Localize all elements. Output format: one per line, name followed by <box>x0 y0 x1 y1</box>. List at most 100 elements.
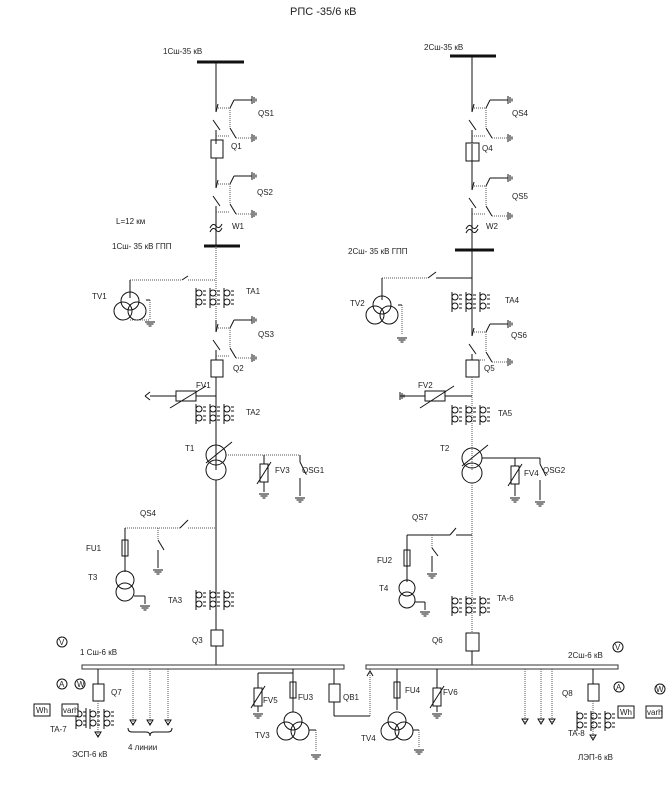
switch-tv2 <box>427 271 437 279</box>
ct-ta5-coil <box>465 406 473 414</box>
tap-changer-icon <box>461 444 489 467</box>
label-ta5: TA5 <box>498 409 513 418</box>
ct-ta7-coil <box>75 719 83 727</box>
label-q6: Q6 <box>432 636 443 645</box>
label-t1: T1 <box>185 444 195 453</box>
svg-text:A: A <box>616 683 622 692</box>
arrester-fv6 <box>429 685 445 709</box>
feeder-lines-label: 4 линии <box>128 743 157 752</box>
label-qsg2: QSG2 <box>543 466 566 475</box>
arrester-fv5 <box>250 685 266 709</box>
transformer-tv3 <box>283 711 303 731</box>
line-w1 <box>209 227 223 233</box>
transformer-tv1 <box>127 301 147 321</box>
breaker-q5 <box>465 359 480 378</box>
label-ta6: TA-6 <box>497 594 514 603</box>
wire <box>157 539 165 551</box>
disconnector-qs6 <box>468 343 477 355</box>
label-q5: Q5 <box>484 364 495 373</box>
ground-icon <box>144 391 151 401</box>
ct-ta3-coil <box>195 600 203 608</box>
transformer-tv1 <box>120 291 140 311</box>
label-q7: Q7 <box>111 688 122 697</box>
line-w2 <box>465 228 479 234</box>
feeder-right-label: ЛЭП-6 кВ <box>578 753 613 762</box>
label-tv3: TV3 <box>255 731 270 740</box>
disconnector-qs6-earth <box>485 351 493 363</box>
ct-ta2-coil <box>195 405 203 413</box>
transformer-tv4 <box>394 721 414 741</box>
ln <box>366 670 374 677</box>
disconnector-qs5 <box>468 197 477 209</box>
svg-text:V: V <box>59 638 65 647</box>
wh-meter-2: Wh <box>617 705 635 719</box>
ct-ta7-coil <box>89 719 97 727</box>
ct-ta4-coil <box>465 302 473 310</box>
breaker-q8 <box>587 683 600 702</box>
svg-text:A: A <box>59 680 65 689</box>
label-tv4: TV4 <box>361 734 376 743</box>
ct-ta5-coil <box>451 406 459 414</box>
arrow-icon <box>537 718 545 725</box>
line-w1 <box>209 223 223 229</box>
transformer-t4 <box>398 591 416 609</box>
arrow-icon <box>129 719 137 726</box>
ct-ta4-coil <box>451 302 459 310</box>
disconnector-qs3-earth <box>229 347 237 359</box>
wire <box>431 547 439 557</box>
disconnector-qs5-earth <box>485 177 491 187</box>
feeder-left-label: ЭСП-6 кВ <box>72 750 107 759</box>
varh-meter-2: varh <box>645 705 663 719</box>
disconnector-qs1 <box>212 119 221 131</box>
label-fv6: FV6 <box>443 688 458 697</box>
ct-ta6-coil <box>479 597 487 605</box>
bus2-gpp-label: 2Сш- 35 кВ ГПП <box>348 247 408 256</box>
ct-ta2-coil <box>209 414 217 422</box>
label-fv1: FV1 <box>196 381 211 390</box>
wh-meter-1: Wh <box>33 703 51 717</box>
bus2-35-label: 2Сш-35 кВ <box>424 43 463 52</box>
disconnector-qs3 <box>212 339 221 351</box>
tap-changer-icon <box>205 441 233 464</box>
ct-ta8-coil <box>604 712 612 720</box>
ct-ta2-coil <box>223 414 231 422</box>
ct-ta8-coil <box>576 721 584 729</box>
bus2-6-label: 2Сш-6 кВ <box>568 651 603 660</box>
earthing-switch-qsg1 <box>299 461 307 475</box>
arrow-icon <box>548 718 556 725</box>
arrester-fv1 <box>175 390 197 402</box>
voltmeter-1: V <box>56 636 68 648</box>
ct-ta3-coil <box>209 591 217 599</box>
ct-ta5-coil <box>465 415 473 423</box>
breaker-q2 <box>210 359 224 378</box>
varh-meter-1: varh <box>61 703 79 717</box>
ct-ta1-coil <box>209 298 217 306</box>
ct-ta1-coil <box>223 289 231 297</box>
ct-ta4-coil <box>465 293 473 301</box>
svg-text:Wh: Wh <box>620 708 632 717</box>
disconnector-qs2-earth <box>229 203 237 215</box>
label-tv2: TV2 <box>350 299 365 308</box>
voltmeter-2: V <box>612 641 624 653</box>
label-fu1: FU1 <box>86 544 102 553</box>
label-qs5: QS5 <box>512 192 529 201</box>
earthing-switch-qsg2 <box>539 463 547 477</box>
disconnector-qs5-earth <box>485 205 493 217</box>
label-qs4-aux: QS4 <box>140 509 157 518</box>
transformer-tv3 <box>276 721 296 741</box>
svg-text:V: V <box>615 643 621 652</box>
transformer-tv2 <box>379 305 399 325</box>
breaker-q6 <box>465 632 480 652</box>
ammeter-2: A <box>613 681 625 693</box>
ct-ta1-coil <box>209 289 217 297</box>
label-qs6: QS6 <box>511 331 528 340</box>
bus-2-6kv <box>365 664 619 670</box>
label-ta7: TA-7 <box>50 725 67 734</box>
ct-ta8-coil <box>590 721 598 729</box>
transformer-tv1 <box>113 301 133 321</box>
label-qs3: QS3 <box>258 330 275 339</box>
ct-ta1-coil <box>223 298 231 306</box>
ct-ta1-coil <box>195 298 203 306</box>
label-q3: Q3 <box>192 636 203 645</box>
label-fv2: FV2 <box>418 381 433 390</box>
